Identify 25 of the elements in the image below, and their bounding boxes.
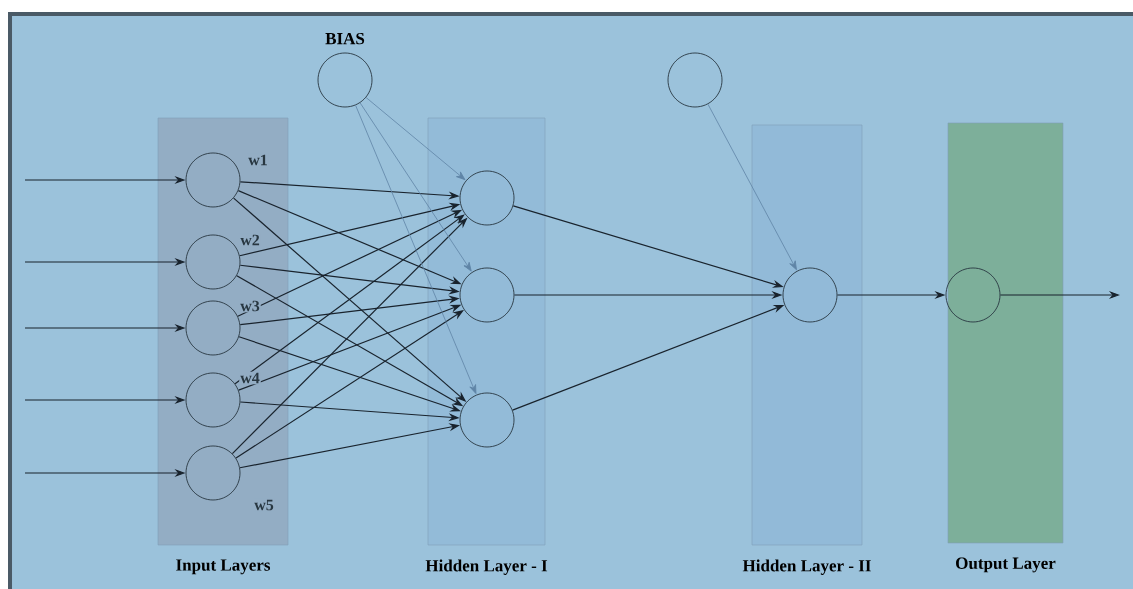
- arrow: [355, 104, 477, 394]
- neuron-circle: [185, 300, 241, 356]
- layer-band: Hidden Layer - I: [425, 117, 548, 575]
- node-label: Hidden Layer - II: [742, 559, 871, 575]
- arrow: [707, 103, 797, 271]
- neuron-circle: [782, 267, 838, 323]
- neuron-circle: [185, 234, 241, 290]
- arrow: [359, 102, 472, 272]
- neuron-circle: [185, 445, 241, 501]
- arrow: [234, 214, 465, 385]
- node-label: Hidden Layer - I: [425, 559, 548, 575]
- arrow: [365, 97, 466, 181]
- neuron-circle: [459, 392, 515, 448]
- neuron-circle: [459, 170, 515, 226]
- neuron-circle: [667, 52, 723, 108]
- node-label: Output Layer: [956, 557, 1056, 573]
- layer-band: Output Layer: [947, 122, 1064, 573]
- neuron-circle: [945, 267, 1001, 323]
- neuron-circle: [185, 372, 241, 428]
- bias-neuron: BIAS: [317, 32, 373, 108]
- layer-band: Hidden Layer - II: [742, 124, 871, 575]
- node-label: Input Layers: [176, 559, 271, 575]
- node-label: BIAS: [325, 32, 365, 45]
- neuron-circle: [459, 267, 515, 323]
- neuron-circle: [185, 152, 241, 208]
